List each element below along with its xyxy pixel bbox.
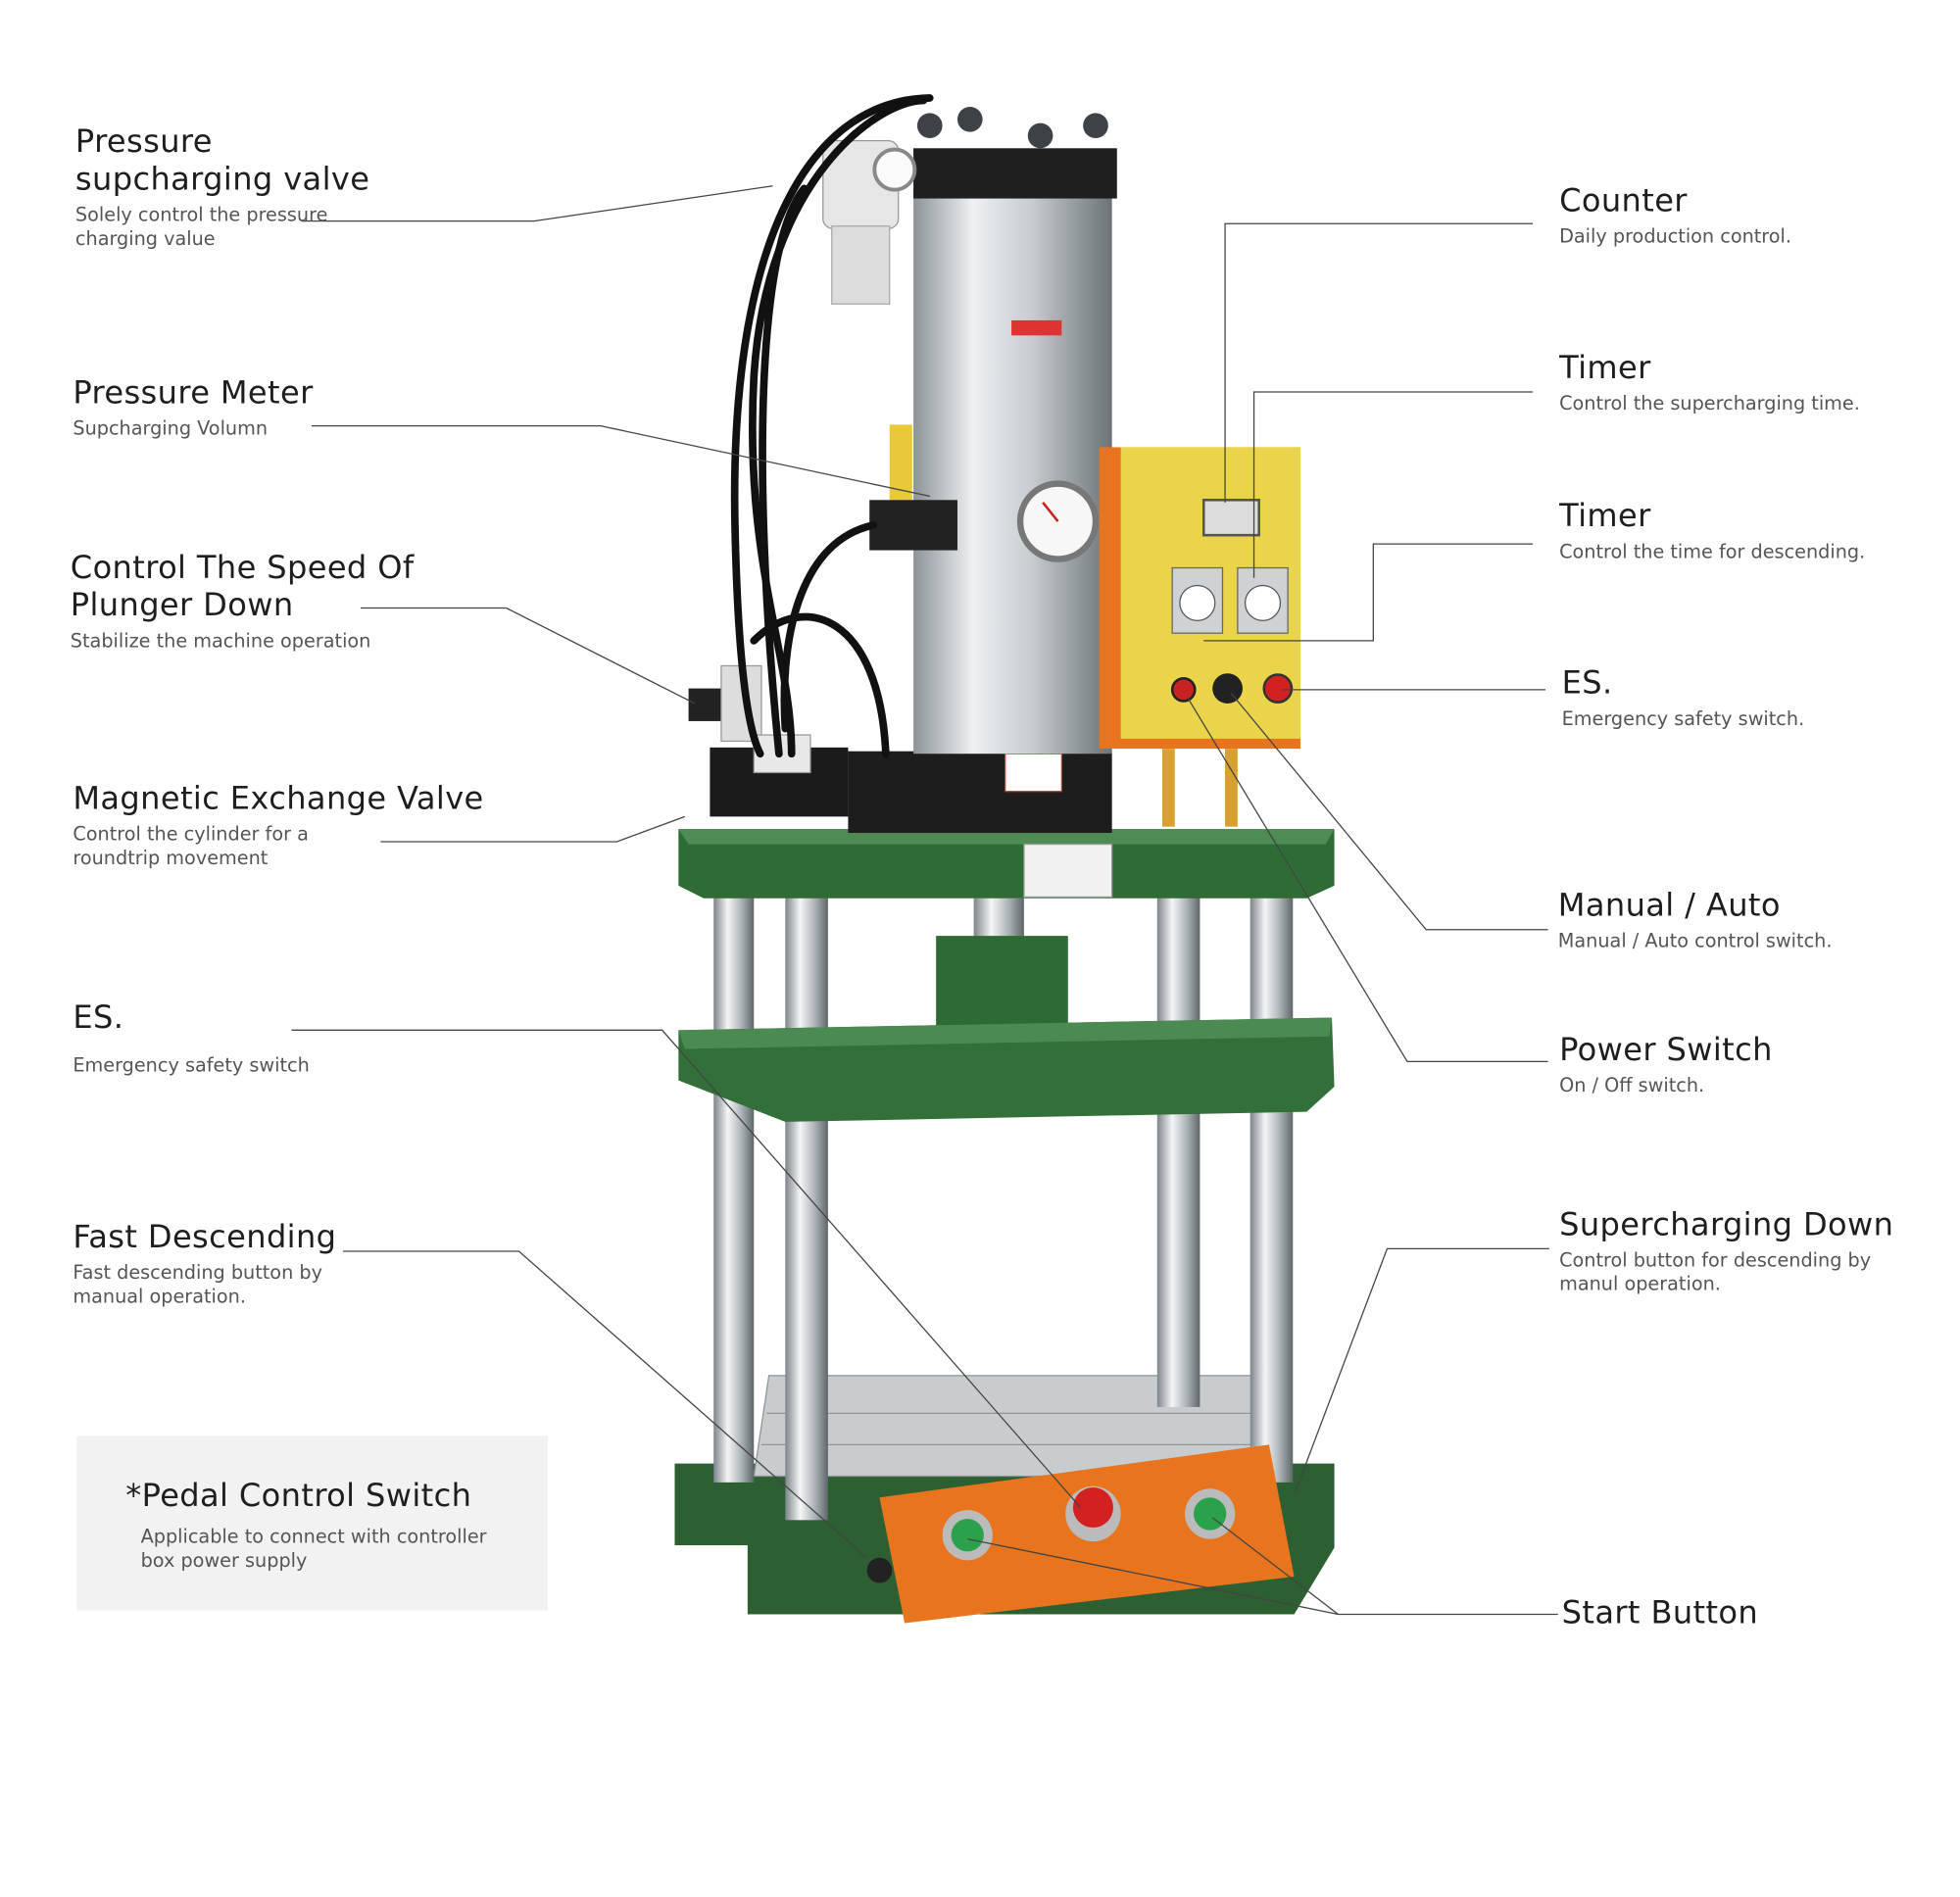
cylinder	[913, 188, 1112, 754]
leader-lines	[291, 185, 1558, 1616]
label-start-button: Start Button	[1561, 1593, 1759, 1631]
label-supercharging-down: Supercharging Down Control button for de…	[1559, 1205, 1894, 1295]
column	[1156, 879, 1200, 1407]
pressure-gauge	[1016, 480, 1100, 562]
label-manual-auto: Manual / Auto Manual / Auto control swit…	[1557, 887, 1833, 952]
label-pressure-meter: Pressure Meter Supcharging Volumn	[73, 374, 314, 440]
counter-display	[1201, 498, 1260, 537]
fast-descend-button	[951, 1519, 984, 1552]
punch-holder	[936, 936, 1068, 1044]
column	[1250, 879, 1294, 1483]
nameplate	[1023, 843, 1113, 899]
speed-control-valve	[688, 688, 724, 721]
label-magnetic-valve: Magnetic Exchange Valve Control the cyli…	[73, 780, 484, 870]
label-counter: Counter Daily production control.	[1559, 181, 1792, 248]
cylinder-base	[848, 751, 1112, 834]
supercharging-down-button	[1193, 1497, 1227, 1531]
cap-bolts	[916, 106, 1108, 149]
emergency-button	[1072, 1487, 1113, 1529]
label-timer-descending: Timer Control the time for descending.	[1559, 497, 1866, 563]
top-plate	[678, 829, 1335, 899]
label-timer-supercharging: Timer Control the supercharging time.	[1559, 349, 1860, 415]
label-fast-descending: Fast Descending Fast descending button b…	[73, 1218, 337, 1308]
column	[713, 879, 755, 1483]
label-speed-control: Control The Speed Of Plunger Down Stabil…	[70, 549, 415, 653]
label-power-switch: Power Switch On / Off switch.	[1559, 1031, 1773, 1097]
column	[785, 879, 828, 1521]
manual-auto-switch	[1212, 673, 1243, 704]
label-supercharging-valve: Pressure supcharging valve Solely contro…	[74, 122, 370, 251]
label-es-right: ES. Emergency safety switch.	[1561, 664, 1805, 730]
emergency-switch-top	[1262, 673, 1294, 704]
front-button-panel	[866, 1444, 1295, 1624]
cylinder-cap	[913, 148, 1117, 199]
pedal-switch-note: *Pedal Control Switch Applicable to conn…	[76, 1435, 548, 1611]
control-box	[1099, 447, 1300, 827]
power-switch	[1170, 677, 1197, 703]
air-hoses	[730, 94, 934, 758]
label-es-left: ES. Emergency safety switch	[73, 998, 310, 1077]
